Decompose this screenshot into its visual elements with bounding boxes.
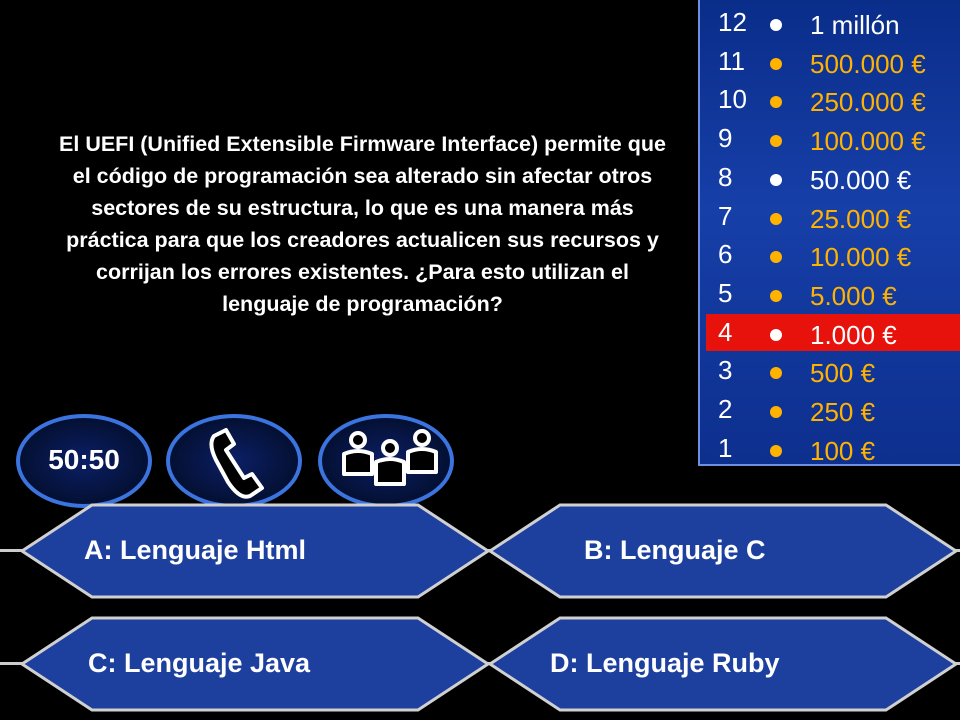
answer-b-label: B: Lenguaje C	[584, 535, 766, 565]
level-dot-icon	[770, 19, 782, 31]
level-dot-icon	[770, 444, 782, 457]
level-dot-icon	[770, 212, 782, 225]
answer-a-button[interactable]: A: Lenguaje Html	[20, 503, 490, 599]
level-dot-icon	[770, 173, 782, 186]
prize-level-number: 8	[718, 161, 733, 192]
fifty-fifty-label: 50:50	[48, 444, 120, 475]
lifeline-fifty-fifty-button[interactable]: 50:50	[16, 414, 152, 508]
prize-rung-1: 1 100 €	[706, 430, 960, 467]
level-dot-icon	[770, 328, 782, 341]
prize-amount: 250 €	[810, 397, 876, 427]
answer-c-button[interactable]: C: Lenguaje Java	[20, 616, 490, 712]
prize-level-number: 4	[718, 316, 733, 347]
prize-amount: 100 €	[810, 435, 876, 466]
level-dot-icon	[770, 135, 782, 148]
prize-level-number: 12	[718, 7, 747, 37]
audience-icon	[342, 429, 438, 486]
level-dot-icon	[770, 367, 782, 380]
lifeline-phone-button[interactable]	[166, 414, 302, 508]
prize-rung-11: 11 500.000 €	[706, 43, 960, 80]
prize-level-number: 9	[718, 123, 733, 154]
prize-level-number: 5	[718, 277, 733, 308]
prize-rung-10: 10 250.000 €	[706, 81, 960, 118]
answer-c-label: C: Lenguaje Java	[88, 648, 311, 678]
prize-amount: 100.000 €	[810, 126, 926, 157]
prize-rung-4: 4 1.000 €	[706, 313, 960, 351]
answer-d-shape	[488, 616, 959, 712]
answer-b-button[interactable]: B: Lenguaje C	[488, 503, 960, 599]
answer-d-button[interactable]: D: Lenguaje Ruby	[488, 616, 960, 712]
level-dot-icon	[770, 57, 782, 70]
answer-b-shape	[488, 503, 959, 599]
level-dot-icon	[770, 251, 782, 264]
prize-level-number: 1	[718, 432, 733, 463]
prize-amount: 250.000 €	[810, 87, 926, 118]
prize-amount: 5.000 €	[810, 280, 897, 311]
question-text: El UEFI (Unified Extensible Firmware Int…	[59, 132, 666, 316]
prize-rung-3: 3 500 €	[706, 352, 960, 389]
prize-rung-9: 9 100.000 €	[706, 120, 960, 157]
prize-level-number: 7	[718, 200, 733, 231]
prize-level-number: 11	[718, 45, 745, 76]
level-dot-icon	[770, 406, 782, 418]
prize-amount: 50.000 €	[810, 164, 912, 195]
prize-rung-12: 12 1 millón	[706, 4, 960, 41]
prize-amount: 25.000 €	[810, 203, 912, 234]
prize-level-number: 6	[718, 239, 733, 270]
prize-rung-6: 6 10.000 €	[706, 236, 960, 273]
level-dot-icon	[770, 96, 782, 109]
answer-a-label: A: Lenguaje Html	[84, 535, 307, 565]
prize-amount: 500 €	[810, 358, 876, 389]
prize-rung-2: 2 250 €	[706, 391, 960, 428]
prize-rung-7: 7 25.000 €	[706, 198, 960, 235]
prize-rung-8: 8 50.000 €	[706, 159, 960, 196]
answer-d-label: D: Lenguaje Ruby	[550, 648, 780, 678]
prize-amount: 500.000 €	[810, 48, 926, 79]
prize-level-number: 3	[718, 355, 733, 386]
prize-level-number: 2	[718, 394, 733, 424]
prize-level-number: 10	[718, 84, 747, 115]
prize-amount: 1.000 €	[810, 319, 897, 350]
level-dot-icon	[770, 289, 782, 302]
prize-rung-5: 5 5.000 €	[706, 275, 960, 312]
lifeline-audience-button[interactable]	[318, 414, 454, 508]
prize-amount: 10.000 €	[810, 242, 912, 273]
prize-amount: 1 millón	[810, 10, 900, 40]
phone-icon	[209, 428, 264, 499]
